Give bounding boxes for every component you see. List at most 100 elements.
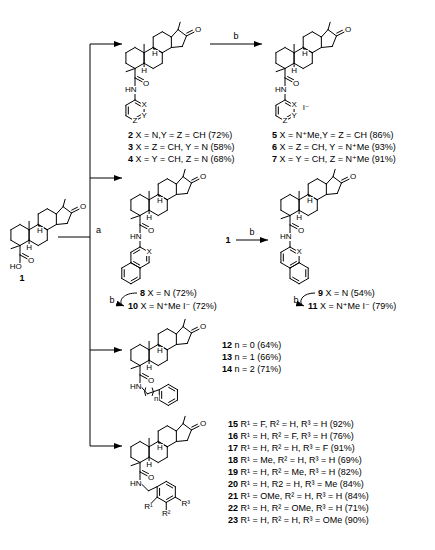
bond-line — [332, 36, 336, 47]
compound-label: 6 X = Z = CH, Y = N⁺Me (93%) — [272, 142, 396, 153]
bond-line — [167, 195, 176, 200]
bond-line — [148, 487, 157, 491]
compound-number: 3 — [128, 142, 133, 152]
bond-line — [149, 200, 150, 211]
bond-line — [312, 53, 313, 64]
compound-number: 8 — [140, 288, 145, 298]
bond-line — [187, 30, 193, 33]
compound-label: 17 R¹ = H, R² = H, R³ = F (91%) — [228, 443, 355, 454]
reagent-label: a — [96, 225, 101, 236]
bond-line — [171, 46, 182, 47]
atom-label: H — [141, 67, 148, 75]
bond-line — [126, 48, 135, 53]
bond-line — [167, 484, 173, 488]
atom-label: O — [349, 173, 356, 181]
compound-label: 3 X = Z = CH, Y = N (58%) — [128, 142, 234, 153]
compound-label: 5 X = N⁺Me,Y = Z = CH (86%) — [272, 130, 393, 141]
bond-line — [29, 230, 30, 241]
compound-number: 12 — [222, 340, 232, 350]
bond-line — [178, 30, 186, 36]
bond-line — [187, 333, 191, 344]
compound-label: 20 R¹ = H, R2 = H, R³ = Me (84%) — [228, 479, 364, 490]
bond-line — [47, 209, 56, 214]
bond-line — [38, 209, 47, 214]
compound-label: 2 X = N,Y = Z = CH (72%) — [128, 130, 232, 141]
bond-line — [131, 195, 140, 200]
bond-line — [153, 32, 162, 37]
compound-number: 6 — [272, 142, 277, 152]
compound-label: 8 X = N (72%) — [140, 288, 197, 299]
bond-line — [144, 53, 145, 64]
bond-line — [166, 497, 175, 502]
bond-line — [293, 277, 299, 281]
bond-line — [187, 183, 191, 194]
compound-number: 20 — [228, 479, 238, 489]
bond-line — [294, 53, 295, 64]
bond-line — [192, 327, 198, 330]
bond-line — [168, 400, 177, 405]
bond-line — [276, 63, 285, 68]
bond-line — [167, 329, 176, 334]
bond-line — [176, 334, 177, 345]
bond-line — [63, 199, 65, 206]
bond-line — [328, 30, 336, 36]
bond-line — [294, 44, 295, 52]
bond-line — [56, 207, 63, 214]
bond-line — [20, 246, 21, 255]
bond-line — [131, 277, 137, 281]
atom-label: H — [307, 197, 314, 205]
bond-line — [317, 179, 326, 184]
bond-line — [176, 193, 187, 194]
bond-line — [182, 36, 186, 47]
bond-line — [167, 426, 176, 431]
reaction-arrow — [90, 446, 122, 447]
bond-line — [290, 268, 291, 279]
bond-line — [308, 179, 317, 184]
bond-line — [157, 487, 158, 498]
compound-number: 2 — [128, 130, 133, 140]
bond-line — [337, 183, 341, 194]
bond-line — [278, 107, 279, 114]
bond-line — [305, 270, 306, 277]
bond-line — [183, 424, 191, 430]
bond-line — [135, 48, 144, 53]
bond-line — [135, 69, 136, 78]
bond-line — [299, 191, 300, 199]
compound-number: 9 — [318, 288, 323, 298]
atom-label: O — [194, 26, 201, 34]
atom-label: H — [157, 444, 164, 452]
bond-line — [308, 184, 309, 195]
bond-line — [122, 263, 131, 268]
bond-line — [176, 184, 177, 195]
compound-label: 23 R¹ = H, R² = H, R³ = OMe (90%) — [228, 515, 369, 526]
bond-line — [171, 30, 178, 37]
bond-line — [280, 200, 281, 211]
bond-line — [281, 210, 290, 215]
bond-line — [317, 200, 318, 211]
bond-line — [276, 100, 285, 105]
bond-line — [299, 200, 300, 211]
atom-label: H — [152, 50, 159, 58]
atom-label: H — [146, 214, 153, 222]
bond-line — [175, 487, 176, 498]
bond-line — [162, 32, 171, 37]
atom-label: n — [154, 395, 159, 403]
compound-label: 7 X = Y = CH, Z = N⁺Me (91%) — [272, 154, 396, 165]
bond-line — [176, 327, 183, 334]
bond-line — [158, 329, 167, 334]
bond-line — [176, 424, 183, 431]
compound-number: 14 — [222, 364, 232, 374]
arrow-line — [90, 44, 91, 446]
atom-label: X — [296, 248, 302, 256]
bond-line — [153, 63, 162, 68]
bond-line — [192, 424, 198, 427]
bond-line — [290, 279, 299, 284]
bond-line — [176, 440, 187, 441]
bond-line — [317, 195, 326, 200]
bond-line — [176, 343, 187, 344]
bond-line — [342, 177, 348, 180]
compound-label: 19 R¹ = H, R² = Me, R³ = H (82%) — [228, 467, 362, 478]
bond-line — [166, 502, 167, 510]
bond-line — [131, 463, 140, 466]
